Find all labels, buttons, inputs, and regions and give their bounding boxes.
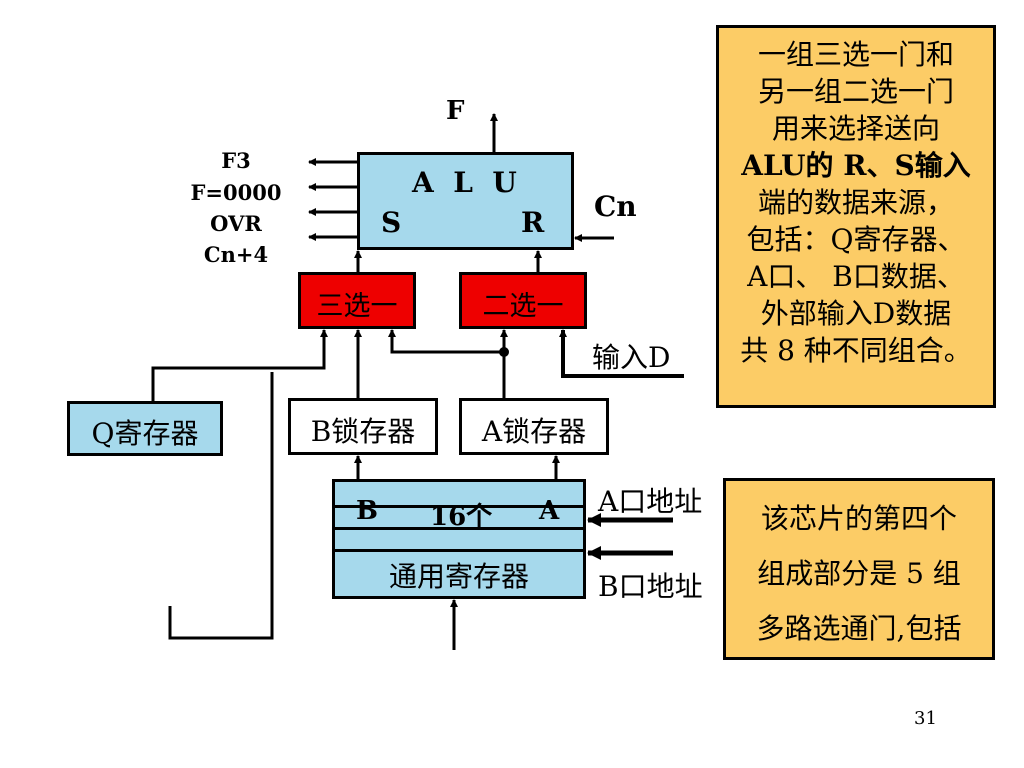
note-line: 另一组二选一门 (757, 75, 954, 108)
mux3-label: 三选一 (316, 291, 398, 322)
gp-register-row-line (335, 549, 583, 552)
page-number: 31 (914, 708, 937, 729)
input-d-label: 输入D (592, 341, 671, 374)
a-port-address-label: A口地址 (598, 485, 703, 518)
note-box-fourth-part: 该芯片的第四个 组成部分是 5 组 多路选通门,包括 (723, 478, 995, 660)
note-line: 组成部分是 5 组 (757, 557, 961, 590)
f3-label: F3 (221, 148, 251, 173)
alu-title: A L U (412, 166, 517, 199)
gp-register-a-port: A (539, 496, 560, 526)
note-line: 该芯片的第四个 (760, 502, 957, 535)
input-d-line (559, 329, 684, 378)
gp-register-b-port: B (356, 496, 378, 526)
a-latch-box (459, 398, 609, 455)
note-line: 用来选择送向 (771, 112, 940, 145)
b-port-address-label: B口地址 (598, 570, 703, 603)
note-line: 一组三选一门和 (757, 38, 954, 71)
alatch-to-mux3-line (388, 329, 506, 398)
cn4-label: Cn+4 (203, 242, 269, 267)
gp-register-count: 16个 (430, 502, 493, 532)
note-line: A口、 B口数据、 (747, 260, 965, 293)
note-box-muxes: 一组三选一门和 另一组二选一门 用来选择送向 ALU的 R、S输入 端的数据来源… (716, 25, 996, 408)
gp-register-row-line (335, 505, 583, 508)
b-latch-box (288, 398, 438, 455)
note-line: 多路选通门,包括 (756, 612, 962, 645)
q-to-mux3-line (151, 329, 328, 401)
gp-register-label: 通用寄存器 (388, 560, 529, 593)
alu-s-input: S (381, 206, 402, 239)
mux2-box (459, 272, 587, 329)
q-register-label: Q寄存器 (91, 417, 199, 450)
cn-label: Cn (594, 190, 637, 223)
note-line: 共 8 种不同组合。 (740, 334, 972, 367)
b-latch-label: B锁存器 (310, 415, 416, 448)
ovr-label: OVR (210, 211, 262, 236)
gp-register-box (332, 479, 586, 599)
a-latch-label: A锁存器 (481, 415, 587, 448)
mux3-box (298, 272, 416, 329)
q-register-box (67, 401, 223, 456)
alu-box (357, 152, 574, 250)
note-line: ALU的 R、S输入 (741, 149, 971, 182)
gp-register-row-line (335, 527, 583, 530)
feedback-line (168, 372, 274, 640)
f-label: F (446, 96, 465, 126)
junction-dot (499, 347, 509, 357)
alu-r-input: R (521, 206, 545, 239)
note-line: 端的数据来源， (757, 186, 954, 219)
fzero-label: F=0000 (190, 180, 282, 205)
mux2-label: 二选一 (482, 291, 564, 322)
note-line: 包括：Q寄存器、 (746, 223, 966, 256)
note-line: 外部输入D数据 (760, 297, 952, 330)
